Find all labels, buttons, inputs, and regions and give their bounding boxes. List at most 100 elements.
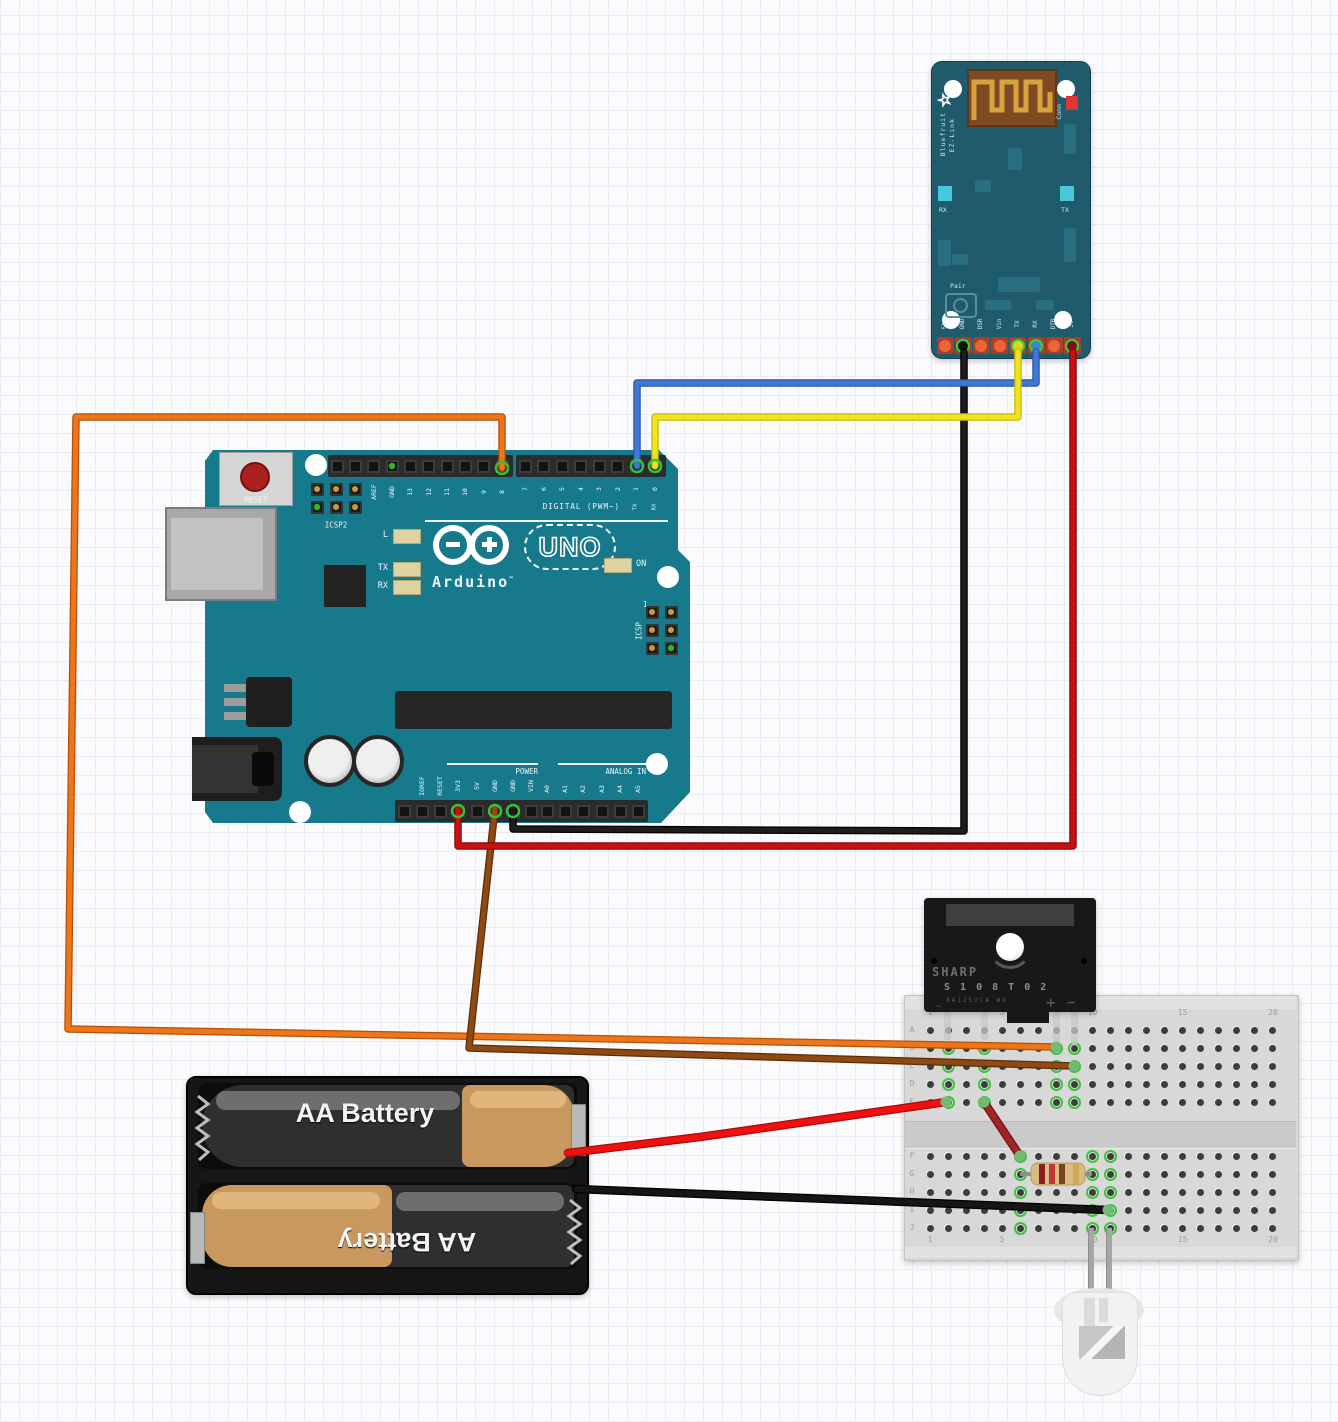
breadboard-hole[interactable] [1143,1062,1151,1070]
breadboard-hole[interactable] [1143,1044,1151,1052]
icsp-pin[interactable] [645,623,659,637]
breadboard-hole[interactable] [1016,1098,1024,1106]
breadboard-hole[interactable] [998,1206,1006,1214]
breadboard-hole[interactable] [926,1026,934,1034]
breadboard-hole[interactable] [1197,1026,1205,1034]
breadboard-hole[interactable] [1107,1098,1114,1106]
breadboard-hole[interactable] [1179,1026,1187,1034]
icsp-pin[interactable] [664,623,678,637]
breadboard-hole[interactable] [1161,1044,1169,1052]
breadboard-hole[interactable] [1233,1152,1241,1160]
breadboard-hole[interactable] [1269,1188,1277,1196]
breadboard-hole[interactable] [1125,1170,1133,1178]
breadboard-hole[interactable] [1233,1188,1241,1196]
breadboard-hole[interactable] [1070,1206,1078,1214]
breadboard-hole[interactable] [1251,1044,1259,1052]
bluefruit-pad-hole[interactable] [1048,339,1061,352]
breadboard-hole[interactable] [1034,1188,1042,1196]
header-pin[interactable] [330,459,344,473]
breadboard-hole[interactable] [1070,1224,1078,1232]
breadboard-hole[interactable] [1070,1188,1078,1196]
bluefruit-pad[interactable] [991,337,1009,354]
breadboard-hole[interactable] [1233,1224,1241,1232]
breadboard-hole[interactable] [926,1170,934,1178]
breadboard-hole[interactable] [1034,1224,1042,1232]
header-pin[interactable] [613,804,627,818]
bluefruit-pad[interactable] [972,337,990,354]
breadboard-hole[interactable] [1070,1152,1078,1160]
breadboard-hole[interactable] [962,1026,970,1034]
breadboard-hole[interactable] [962,1170,970,1178]
breadboard-hole[interactable] [926,1062,934,1070]
wire-yellow-outline[interactable] [651,348,1022,470]
breadboard-hole[interactable] [1197,1152,1205,1160]
bluefruit-pad[interactable] [936,337,954,354]
icsp-pin[interactable] [645,641,659,655]
breadboard-hole[interactable] [998,1188,1006,1196]
breadboard-hole[interactable] [1251,1206,1259,1214]
breadboard-hole[interactable] [1197,1062,1205,1070]
header-pin[interactable] [558,804,572,818]
breadboard-hole[interactable] [1143,1188,1151,1196]
breadboard-hole[interactable] [1034,1080,1042,1088]
icsp-pin[interactable] [310,500,324,514]
breadboard-hole[interactable] [1251,1098,1259,1106]
pair-button-dome[interactable] [953,298,968,313]
breadboard-hole[interactable] [944,1206,952,1214]
breadboard-hole[interactable] [1052,1170,1060,1178]
header-pin[interactable] [506,804,520,818]
bluefruit-pad-hole[interactable] [1010,338,1025,353]
breadboard-hole[interactable] [1269,1098,1277,1106]
breadboard-hole[interactable] [1161,1026,1169,1034]
breadboard-hole[interactable] [1269,1044,1277,1052]
breadboard-hole[interactable] [1034,1098,1042,1106]
breadboard-hole[interactable] [1179,1224,1187,1232]
breadboard-hole[interactable] [1052,1224,1060,1232]
breadboard-hole[interactable] [1233,1026,1241,1034]
breadboard-hole[interactable] [1125,1044,1133,1052]
breadboard-hole[interactable] [1269,1170,1277,1178]
breadboard-hole[interactable] [1233,1062,1241,1070]
icsp-pin[interactable] [664,641,678,655]
breadboard-hole[interactable] [1215,1170,1223,1178]
breadboard-hole[interactable] [1107,1080,1114,1088]
pair-button[interactable] [945,293,977,318]
header-pin[interactable] [495,459,509,473]
header-pin[interactable] [458,459,472,473]
breadboard-hole[interactable] [1197,1188,1205,1196]
breadboard-hole[interactable] [962,1062,970,1070]
header-pin[interactable] [422,459,436,473]
breadboard-hole[interactable] [998,1098,1006,1106]
breadboard-hole[interactable] [962,1206,970,1214]
wire-yellow[interactable] [652,349,1021,469]
breadboard-hole[interactable] [926,1224,934,1232]
header-pin[interactable] [470,804,484,818]
breadboard-hole[interactable] [944,1224,952,1232]
header-pin[interactable] [518,459,532,473]
breadboard-hole[interactable] [1233,1044,1241,1052]
breadboard-hole[interactable] [1161,1062,1169,1070]
bluefruit-pad[interactable] [954,337,972,354]
header-pin[interactable] [397,804,411,818]
breadboard-hole[interactable] [1161,1152,1169,1160]
breadboard-hole[interactable] [998,1026,1006,1034]
breadboard-hole[interactable] [980,1152,988,1160]
breadboard-hole[interactable] [1125,1026,1133,1034]
header-pin[interactable] [385,459,399,473]
breadboard-hole[interactable] [1251,1188,1259,1196]
bluefruit-pad[interactable] [1009,337,1027,354]
header-pin[interactable] [403,459,417,473]
bluefruit-pad-hole[interactable] [1065,338,1080,353]
breadboard-hole[interactable] [1251,1026,1259,1034]
breadboard-hole[interactable] [1215,1206,1223,1214]
breadboard-hole[interactable] [1088,1098,1096,1106]
header-pin[interactable] [576,804,590,818]
breadboard-hole[interactable] [1088,1080,1096,1088]
breadboard-hole[interactable] [1179,1170,1187,1178]
breadboard-hole[interactable] [1088,1062,1096,1070]
breadboard-hole[interactable] [962,1188,970,1196]
breadboard-hole[interactable] [962,1080,970,1088]
breadboard-hole[interactable] [1197,1224,1205,1232]
breadboard-hole[interactable] [1088,1044,1096,1052]
breadboard-hole[interactable] [1034,1206,1042,1214]
